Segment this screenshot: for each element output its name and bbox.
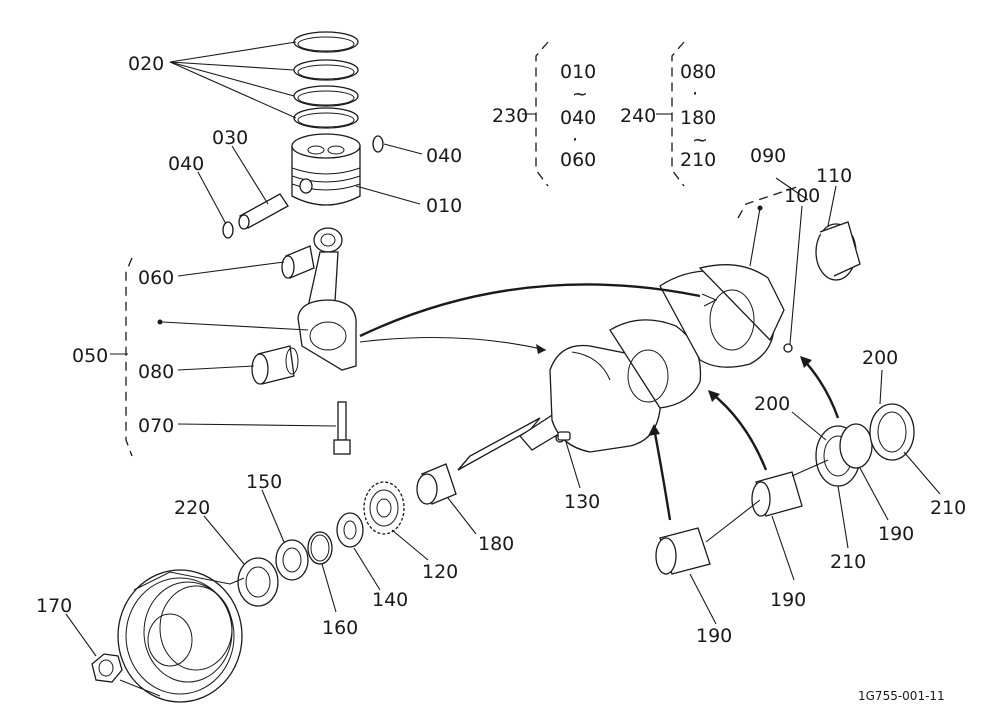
assembly-arrows xyxy=(359,283,840,521)
label-190-right: 190 xyxy=(878,523,914,545)
set-240-item: · xyxy=(692,83,698,105)
label-190-lower: 190 xyxy=(696,625,732,647)
thrust-washer-200 xyxy=(869,403,915,461)
label-080: 080 xyxy=(138,361,174,383)
bearing-190-right xyxy=(839,423,873,469)
set-240: 240 080 · 180 ~ 210 xyxy=(620,61,716,171)
front-bushing xyxy=(416,463,457,505)
thrust-washer xyxy=(336,512,364,548)
label-220: 220 xyxy=(174,497,210,519)
label-060: 060 xyxy=(138,267,174,289)
crank-gear xyxy=(363,481,405,535)
main-bearing-rear xyxy=(815,221,861,281)
set-230-id: 230 xyxy=(492,105,528,127)
piston xyxy=(291,133,361,206)
leader-lines xyxy=(65,41,941,657)
label-120: 120 xyxy=(422,561,458,583)
label-100: 100 xyxy=(784,185,820,207)
small-end-bushing xyxy=(281,245,315,279)
brackets xyxy=(125,41,801,457)
connecting-rod xyxy=(297,227,357,371)
oil-seal xyxy=(237,557,279,607)
label-210-right: 210 xyxy=(930,497,966,519)
rod-bolt xyxy=(333,401,351,455)
set-230: 230 010 ~ 040 · 060 xyxy=(492,61,596,171)
rod-bearing xyxy=(251,345,299,385)
set-230-item: ~ xyxy=(572,83,588,105)
set-230-item: 040 xyxy=(560,107,596,129)
set-240-id: 240 xyxy=(620,105,656,127)
label-160: 160 xyxy=(322,617,358,639)
set-240-item: ~ xyxy=(692,129,708,151)
collar xyxy=(275,539,309,581)
piston-pin xyxy=(238,193,289,230)
crankshaft xyxy=(457,264,785,471)
set-240-item: 080 xyxy=(680,61,716,83)
set-230-item: · xyxy=(572,129,578,151)
crank-bearing-2 xyxy=(751,471,803,517)
label-130: 130 xyxy=(564,491,600,513)
label-180: 180 xyxy=(478,533,514,555)
label-200-lower: 200 xyxy=(754,393,790,415)
crank-key xyxy=(557,431,571,441)
label-150: 150 xyxy=(246,471,282,493)
label-030: 030 xyxy=(212,127,248,149)
label-170: 170 xyxy=(36,595,72,617)
label-020: 020 xyxy=(128,53,164,75)
label-210-lower: 210 xyxy=(830,551,866,573)
label-070: 070 xyxy=(138,415,174,437)
label-200-upper: 200 xyxy=(862,347,898,369)
figure-id: 1G755-001-11 xyxy=(858,689,945,703)
label-010: 010 xyxy=(426,195,462,217)
set-240-item: 180 xyxy=(680,107,716,129)
label-110: 110 xyxy=(816,165,852,187)
piston-rings xyxy=(293,31,359,129)
label-090: 090 xyxy=(750,145,786,167)
set-230-item: 010 xyxy=(560,61,596,83)
set-240-item: 210 xyxy=(680,149,716,171)
label-040-left: 040 xyxy=(168,153,204,175)
bolt-ball-100 xyxy=(783,343,793,353)
circlip-right xyxy=(372,135,384,153)
label-050: 050 xyxy=(72,345,108,367)
pulley-nut xyxy=(91,653,123,683)
label-040-right: 040 xyxy=(426,145,462,167)
circlip-left xyxy=(222,221,234,239)
o-ring xyxy=(307,531,333,565)
label-140: 140 xyxy=(372,589,408,611)
label-190-middle: 190 xyxy=(770,589,806,611)
crank-bearing-1 xyxy=(655,527,711,575)
pulley xyxy=(117,569,243,703)
set-230-item: 060 xyxy=(560,149,596,171)
